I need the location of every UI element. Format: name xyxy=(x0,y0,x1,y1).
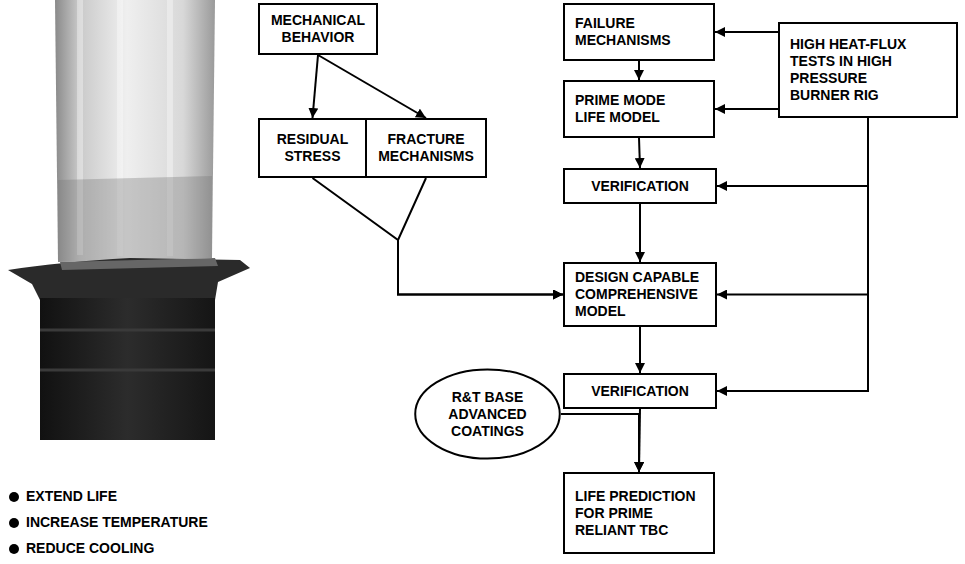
verification-box: VERIFICATION xyxy=(563,373,717,409)
goal-label: INCREASE TEMPERATURE xyxy=(26,514,208,531)
connector-arrow xyxy=(715,108,778,110)
connector-arrow xyxy=(639,204,641,262)
connector-arrow xyxy=(717,118,868,186)
box-text: PRIME MODE LIFE MODEL xyxy=(575,92,685,126)
model-box: PRIME MODE LIFE MODEL xyxy=(563,80,715,138)
connector-arrow xyxy=(639,327,641,373)
model-box: DESIGN CAPABLE COMPREHENSIVE MODEL xyxy=(563,262,717,327)
connector-arrow xyxy=(717,118,868,391)
connector-arrow xyxy=(318,55,426,118)
box-text: LIFE PREDICTION FOR PRIME RELIANT TBC xyxy=(575,488,703,539)
concept-box: MECHANICAL BEHAVIOR xyxy=(258,3,378,55)
bullet-dot xyxy=(9,492,19,502)
bullet-dot xyxy=(9,518,19,528)
test-box: HIGH HEAT-FLUX TESTS IN HIGH PRESSURE BU… xyxy=(778,22,958,118)
box-text: RESIDUAL STRESS xyxy=(270,131,355,165)
box-text: VERIFICATION xyxy=(575,383,705,400)
verification-box: VERIFICATION xyxy=(563,168,717,204)
connector-arrow xyxy=(398,178,563,295)
connector-arrow xyxy=(313,178,564,295)
box-text: VERIFICATION xyxy=(575,178,705,195)
connector-arrow xyxy=(638,61,640,80)
goal-label: REDUCE COOLING xyxy=(26,540,154,557)
box-text: MECHANICAL BEHAVIOR xyxy=(270,12,366,46)
concept-box: FRACTURE MECHANISMS xyxy=(365,118,487,178)
connector-arrow xyxy=(717,118,868,295)
box-text: R&T BASE ADVANCED COATINGS xyxy=(445,389,531,440)
concept-box: RESIDUAL STRESS xyxy=(258,118,367,178)
box-text: FAILURE MECHANISMS xyxy=(575,15,700,49)
result-box: LIFE PREDICTION FOR PRIME RELIANT TBC xyxy=(563,472,715,554)
box-text: HIGH HEAT-FLUX TESTS IN HIGH PRESSURE BU… xyxy=(790,36,915,104)
connector-arrow xyxy=(561,414,639,472)
connector-arrow xyxy=(639,138,640,168)
box-text: DESIGN CAPABLE COMPREHENSIVE MODEL xyxy=(575,269,705,320)
goal-label: EXTEND LIFE xyxy=(26,488,117,505)
box-text: FRACTURE MECHANISMS xyxy=(377,131,475,165)
bullet-dot xyxy=(9,544,19,554)
connector-arrow xyxy=(313,55,319,118)
concept-box: FAILURE MECHANISMS xyxy=(563,3,715,61)
coatings-oval: R&T BASE ADVANCED COATINGS xyxy=(413,368,562,460)
connector-arrow xyxy=(715,31,778,33)
